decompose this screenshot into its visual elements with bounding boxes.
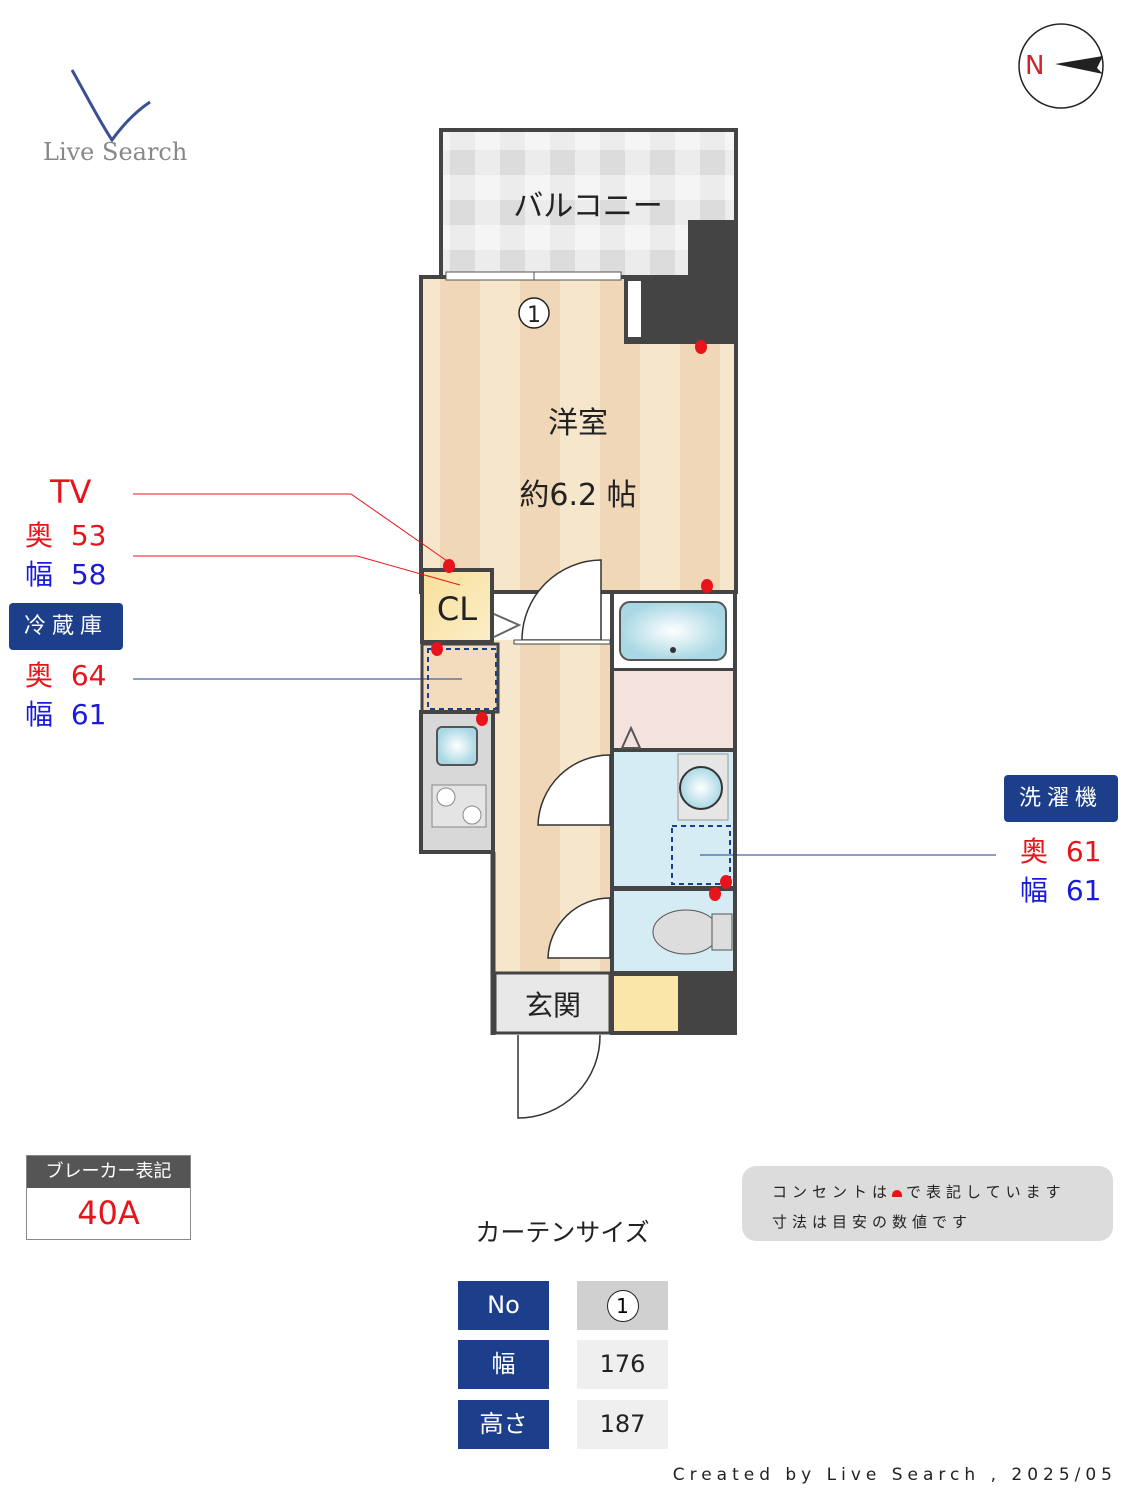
balcony-label: バルコニー [513,189,662,224]
credit-text: Created by Live Search , 2025/05 [672,1465,1117,1485]
washer-width: 幅 61 [1020,874,1102,907]
live-search-logo: Live Search [40,62,200,172]
window-number: 1 [527,303,541,328]
logo-text: Live Search [43,138,188,166]
dimension-note: 寸法は目安の数値です [772,1213,973,1231]
western-room: 1 洋室 約6.2 帖 [419,271,738,594]
washroom-door [537,754,611,826]
room-door [521,559,602,641]
tv-label: TV [50,473,92,511]
breaker-value: 40A [77,1194,140,1232]
svg-text:N: N [1025,51,1044,81]
curtain-width-value: 176 [577,1340,668,1389]
washroom [614,671,733,748]
outlet-note: コンセントはで表記しています [772,1183,1066,1201]
outlet-marker-icon [892,1190,903,1197]
kitchen [419,710,495,854]
curtain-title: カーテンサイズ [475,1218,650,1247]
logo-v-mark-icon [70,69,151,143]
fridge-depth: 奥 64 [25,659,107,692]
curtain-width-header: 幅 [458,1340,549,1389]
outlet-markers [431,340,732,901]
entrance-label: 玄関 [525,989,581,1022]
room-name: 洋室 [548,406,608,441]
entrance-hall: 玄関 [493,971,612,1035]
toilet [614,891,733,971]
tv-width: 幅 58 [25,558,107,591]
washer-depth: 奥 61 [1020,835,1102,868]
compass: N [1017,22,1107,116]
closet-label: CL [437,590,477,628]
toilet-door [547,897,611,959]
laundry-area [614,752,733,886]
breaker-label: ブレーカー表記 [27,1156,190,1188]
curtain-no-header: No [458,1281,549,1330]
closet: CL [420,568,522,644]
fridge-badge: 冷蔵庫 [9,603,123,650]
room-size: 約6.2 帖 [519,478,636,513]
curtain-no-value: 1 [577,1281,668,1330]
washer-badge: 洗濯機 [1004,775,1118,822]
curtain-height-header: 高さ [458,1400,549,1449]
compass-north-icon: N [1018,23,1104,109]
fridge-width: 幅 61 [25,698,107,731]
floor-plan: バルコニー 1 洋室 約6.2 帖 CL [133,128,996,1119]
curtain-height-value: 187 [577,1400,668,1449]
bathroom [614,594,733,668]
notes-box: コンセントはで表記しています 寸法は目安の数値です [742,1166,1113,1241]
breaker-box: ブレーカー表記 40A [26,1155,191,1240]
tv-depth: 奥 53 [25,519,107,552]
shoe-cabinet [614,976,678,1031]
front-door [517,1034,601,1119]
balcony: バルコニー [439,128,738,280]
